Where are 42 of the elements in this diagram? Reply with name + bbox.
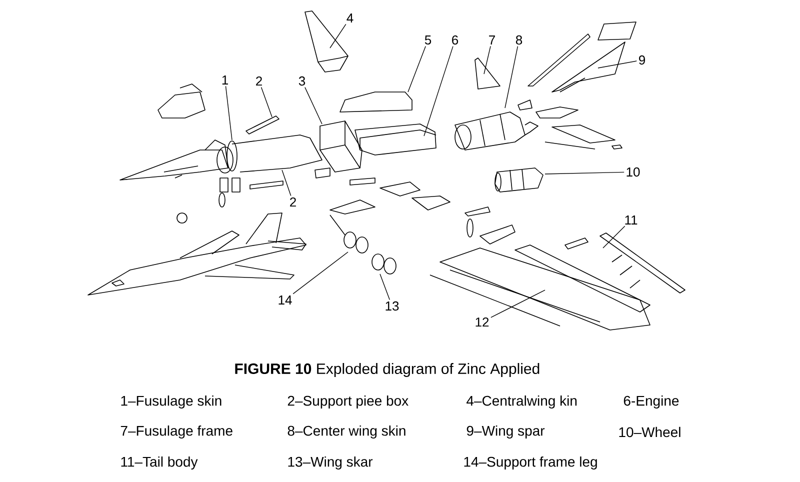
legend-text: 4–Centralwing kin — [466, 395, 577, 409]
callout-number: 2 — [256, 76, 262, 86]
figure-caption: FIGURE 10 Exploded diagram of Zinc Applied — [235, 363, 540, 377]
callout-number: 2 — [290, 197, 296, 207]
leader-line — [544, 172, 624, 174]
leader-line — [490, 290, 546, 318]
callout-number: 4 — [346, 14, 354, 22]
callout-number: 14 — [278, 296, 292, 304]
callout-number: 3 — [298, 76, 306, 86]
leader-line — [304, 86, 322, 124]
callout-number: 13 — [386, 301, 399, 311]
legend-text: 8–Center wing skin — [288, 425, 406, 439]
leader-line — [330, 24, 346, 48]
leader-line — [380, 274, 390, 300]
leader-line — [602, 226, 626, 248]
callout-number: 8 — [516, 35, 522, 45]
leader-line — [424, 46, 454, 136]
legend-text: 6-Engine — [624, 395, 679, 409]
callout-number: 9 — [639, 55, 645, 65]
legend-text: 14–Support frame leg — [464, 456, 597, 470]
legend-text: 11–Tail body — [121, 456, 198, 470]
callout-number: 1 — [222, 76, 228, 84]
legend-text: 2–Support piee box — [288, 395, 408, 409]
legend-text: 7–Fusulage frame — [120, 425, 232, 439]
callout-number: 10 — [626, 167, 640, 177]
leader-line — [260, 86, 272, 118]
callout-number: 11 — [625, 216, 638, 224]
leader-line — [282, 170, 292, 196]
callout-number: 5 — [424, 35, 432, 45]
legend-text: 1–Fusulage skin — [121, 395, 222, 409]
leader-line — [484, 46, 491, 74]
leader-line — [408, 46, 426, 92]
legend-text: 13–Wing skar — [288, 456, 373, 470]
callout-number: 6 — [452, 35, 458, 45]
leader-line — [598, 60, 638, 68]
legend-text: 9–Wing spar — [466, 425, 545, 439]
leader-line — [225, 86, 232, 140]
callout-number: 7 — [489, 36, 495, 44]
leader-line — [292, 252, 348, 294]
callout-number: 12 — [476, 317, 489, 327]
leader-line — [504, 46, 518, 108]
legend-text: 10–Wheel — [619, 426, 680, 438]
